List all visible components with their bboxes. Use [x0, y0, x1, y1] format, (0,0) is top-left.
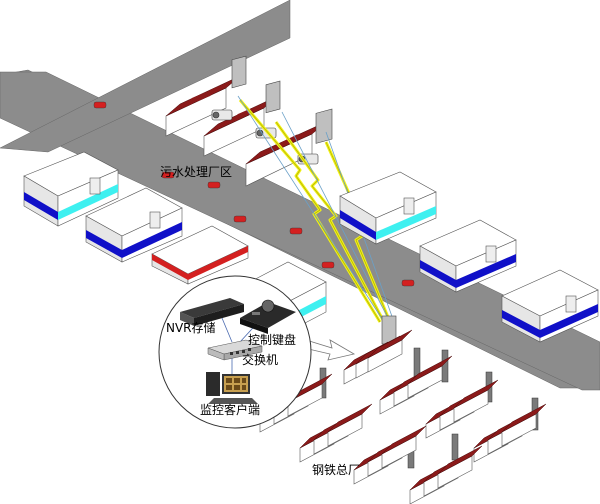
label-sewage-plant: 污水处理厂区: [160, 165, 232, 179]
connection-arrow: [303, 339, 356, 361]
label-control-keyboard: 控制键盘: [248, 332, 296, 347]
car: [233, 215, 247, 223]
left-warehouses: [23, 151, 327, 335]
label-switch: 交换机: [242, 352, 278, 367]
right-warehouses: [339, 171, 599, 343]
label-monitor-client: 监控客户端: [200, 402, 260, 417]
car: [161, 171, 175, 179]
car: [289, 227, 303, 235]
label-nvr-storage: NVR存储: [166, 320, 216, 335]
keyboard-icon: [240, 299, 296, 334]
computer-icon: [206, 372, 258, 404]
nvr-icon: [180, 298, 244, 326]
car: [93, 101, 107, 109]
cars: [93, 101, 415, 287]
steel-plant-buildings: [259, 329, 547, 504]
panel-antenna-icon: [231, 55, 333, 144]
sewage-plant-devices: [211, 55, 333, 165]
label-steel-plant: 钢铁总厂: [312, 463, 360, 477]
control-center: NVR存储 控制键盘 交换机 监控客户端: [158, 275, 312, 429]
car: [321, 261, 335, 269]
road-upper: [0, 0, 291, 153]
switch-icon: [207, 339, 263, 361]
car: [401, 279, 415, 287]
car: [207, 181, 221, 189]
